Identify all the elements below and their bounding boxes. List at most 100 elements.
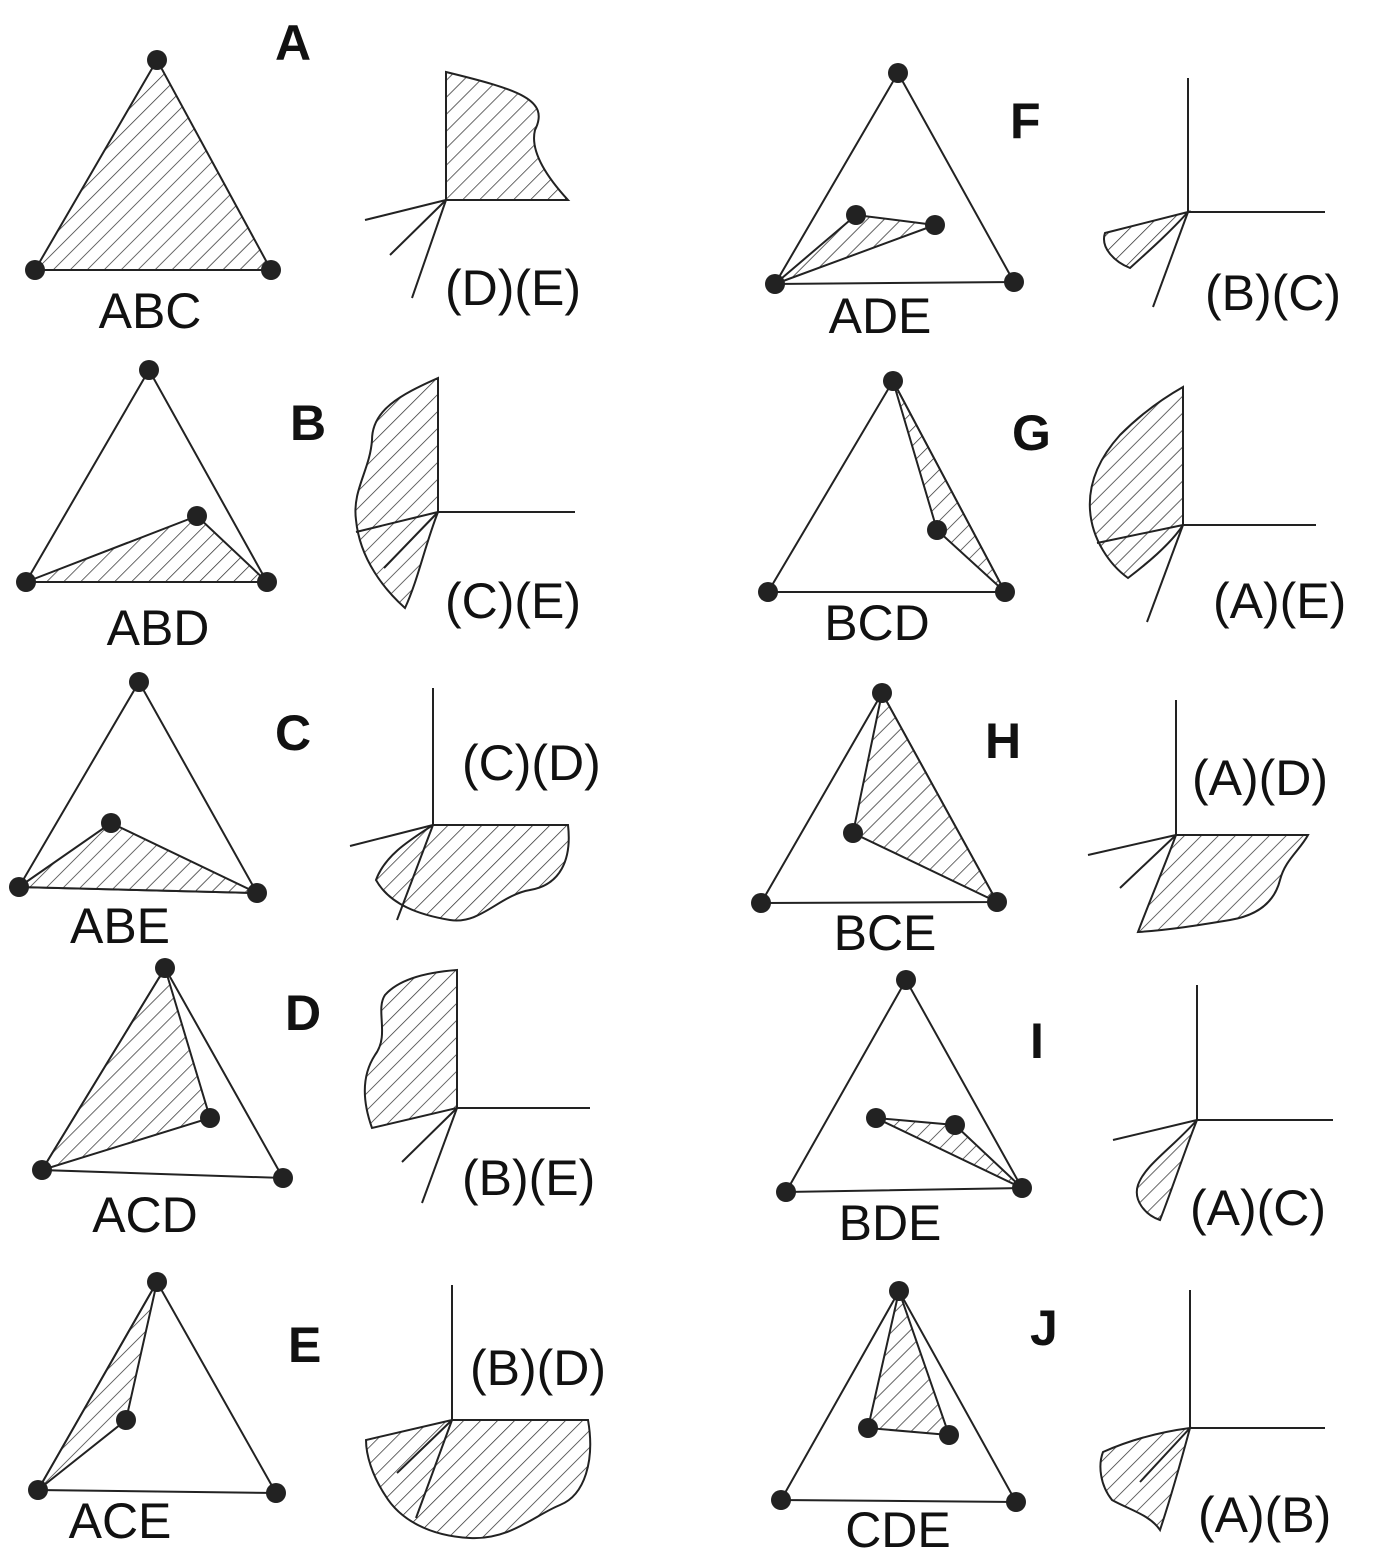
phase-line — [355, 511, 439, 533]
triangle-label-ace: ACE — [69, 1493, 172, 1549]
invariant-point-sketch-d — [363, 968, 590, 1204]
panel-letter-g: G — [1012, 405, 1051, 461]
invariant-point-sketch-i — [1112, 985, 1333, 1222]
interior-point-dot — [858, 1418, 878, 1438]
shaded-region — [33, 57, 273, 271]
panel-letter-f: F — [1010, 93, 1041, 149]
phase-line — [421, 1107, 458, 1204]
triangle-outline — [779, 1288, 1018, 1504]
phase-line — [415, 1419, 453, 1519]
shaded-region — [892, 380, 1006, 593]
shaded-region — [363, 968, 458, 1130]
composition-triangle-abd — [16, 360, 277, 592]
triangle-label-ade: ADE — [829, 288, 932, 344]
phase-pair-label-i: (A)(C) — [1190, 1180, 1326, 1236]
panel-letter-d: D — [285, 985, 321, 1041]
triangle-label-abd: ABD — [107, 600, 210, 656]
interior-point-dot — [939, 1425, 959, 1445]
phase-pair-label-h: (A)(D) — [1192, 750, 1328, 806]
vertex-dot — [888, 63, 908, 83]
vertex-dot — [776, 1182, 796, 1202]
composition-triangle-ade — [765, 63, 1024, 294]
triangle-outline — [773, 70, 1016, 286]
vertex-dot — [28, 1480, 48, 1500]
vertex-dot — [987, 892, 1007, 912]
panel-letter-c: C — [275, 705, 311, 761]
shaded-region — [354, 376, 439, 610]
composition-triangle-bce — [751, 683, 1007, 913]
vertex-dot — [883, 371, 903, 391]
phase-pair-label-g: (A)(E) — [1213, 573, 1346, 629]
interior-point-dot — [101, 813, 121, 833]
phase-line — [364, 199, 447, 221]
vertex-dot — [25, 260, 45, 280]
interior-point-dot — [925, 215, 945, 235]
phase-line — [1152, 211, 1189, 308]
phase-line — [1119, 834, 1177, 889]
phase-line — [1139, 1427, 1191, 1483]
triangle-label-abc: ABC — [99, 283, 202, 339]
invariant-point-sketch-a — [364, 70, 571, 299]
vertex-dot — [139, 360, 159, 380]
panel-letter-e: E — [288, 1317, 321, 1373]
phase-line — [401, 1107, 458, 1163]
interior-point-dot — [187, 506, 207, 526]
panel-letter-a: A — [275, 15, 311, 71]
phase-pair-label-c: (C)(D) — [462, 735, 601, 791]
vertex-dot — [147, 1272, 167, 1292]
triangle-label-acd: ACD — [92, 1187, 198, 1243]
vertex-dot — [765, 274, 785, 294]
shaded-region — [1136, 834, 1310, 934]
phase-pair-label-e: (B)(D) — [470, 1340, 606, 1396]
panel-letter-h: H — [985, 713, 1021, 769]
shaded-region — [25, 514, 270, 583]
vertex-dot — [1012, 1178, 1032, 1198]
triangle-label-cde: CDE — [845, 1502, 951, 1555]
shaded-region — [374, 824, 570, 922]
panel-g: G BCD (A)(E) — [758, 371, 1346, 651]
panel-letter-b: B — [290, 395, 326, 451]
vertex-dot — [32, 1160, 52, 1180]
vertex-dot — [1006, 1492, 1026, 1512]
interior-point-dot — [866, 1108, 886, 1128]
shaded-region — [774, 213, 936, 285]
phase-line — [1096, 524, 1184, 544]
vertex-dot — [995, 582, 1015, 602]
triangle-label-abe: ABE — [70, 898, 170, 954]
shaded-region — [364, 1419, 592, 1540]
panel-e: E ACE (B)(D) — [28, 1272, 606, 1549]
phase-line — [349, 824, 434, 847]
phase-pair-label-d: (B)(E) — [462, 1150, 595, 1206]
vertex-dot — [758, 582, 778, 602]
shaded-region — [851, 690, 1000, 905]
invariant-point-sketch-b — [354, 376, 575, 610]
phase-pair-label-b: (C)(E) — [445, 573, 581, 629]
vertex-dot — [247, 883, 267, 903]
invariant-point-sketch-c — [349, 688, 570, 922]
vertex-dot — [129, 672, 149, 692]
vertex-dot — [147, 50, 167, 70]
panel-d: D ACD (B)(E) — [32, 958, 595, 1243]
vertex-dot — [751, 893, 771, 913]
phase-line — [396, 824, 434, 921]
composition-triangle-bde — [776, 970, 1032, 1202]
triangle-label-bce: BCE — [834, 905, 937, 961]
vertex-dot — [261, 260, 281, 280]
vertex-dot — [155, 958, 175, 978]
phase-line — [1112, 1119, 1198, 1141]
phase-pair-label-a: (D)(E) — [445, 260, 581, 316]
composition-triangle-bcd — [758, 371, 1015, 602]
composition-triangle-ace — [28, 1272, 286, 1503]
vertex-dot — [257, 572, 277, 592]
phase-line — [396, 1419, 453, 1474]
panel-letter-i: I — [1030, 1013, 1044, 1069]
composition-triangle-abe — [9, 672, 267, 903]
shaded-region — [1135, 1119, 1198, 1222]
composition-triangle-acd — [32, 958, 293, 1188]
phase-line — [389, 199, 447, 256]
phase-line — [383, 511, 439, 569]
phase-line — [1146, 524, 1184, 623]
interior-point-dot — [843, 823, 863, 843]
panel-h: H BCE (A)(D) — [751, 683, 1328, 961]
triangle-outline — [784, 977, 1024, 1194]
